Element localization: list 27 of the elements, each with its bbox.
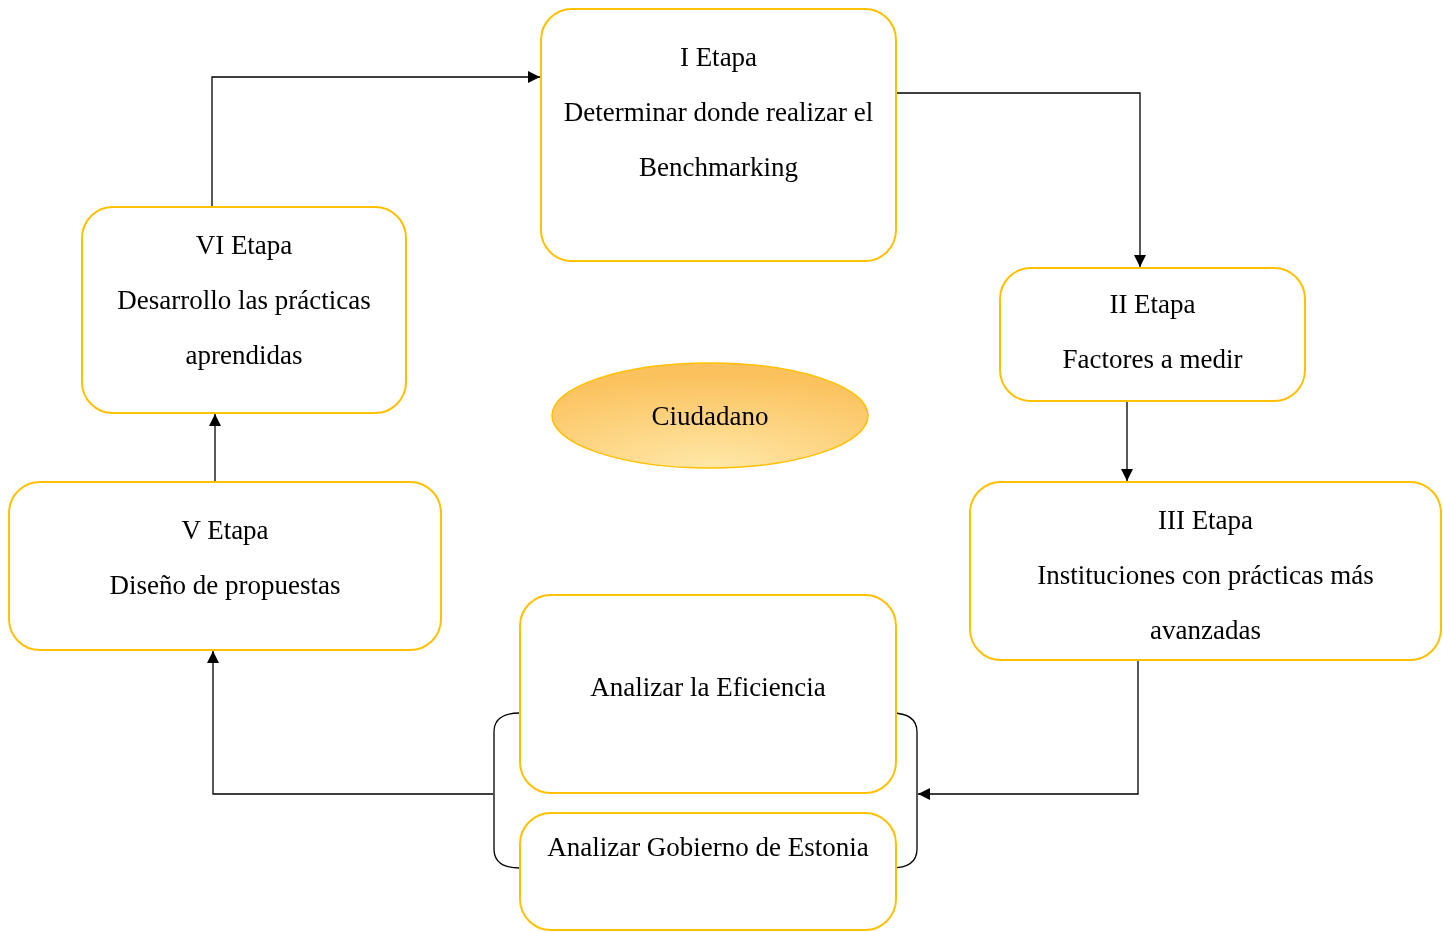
stage-title: VI Etapa xyxy=(195,229,293,262)
stage-box xyxy=(969,481,1442,661)
stage-box xyxy=(81,206,407,414)
stage-box xyxy=(540,8,897,262)
arrow xyxy=(1121,401,1133,482)
stage-description: Diseño de propuestas xyxy=(109,569,341,602)
center-label: Ciudadano xyxy=(651,399,769,432)
arrow xyxy=(211,71,541,207)
stage-description: Factores a medir xyxy=(1062,343,1243,376)
stage-box xyxy=(8,481,442,651)
stage-title: III Etapa xyxy=(1157,504,1254,537)
stage-box xyxy=(519,812,897,931)
stage-box xyxy=(519,594,897,794)
arrow xyxy=(207,650,494,795)
bracket xyxy=(493,712,918,869)
arrow xyxy=(917,660,1139,800)
arrow xyxy=(896,92,1146,268)
stage-box xyxy=(999,267,1306,402)
stage-title: I Etapa xyxy=(679,41,758,74)
stage-description: Analizar Gobierno de Estonia xyxy=(547,831,869,864)
stage-title: V Etapa xyxy=(181,514,269,547)
stage-description: Instituciones con prácticas más avanzadas xyxy=(1036,559,1375,647)
stage-title: II Etapa xyxy=(1109,288,1196,321)
stage-description: Desarrollo las prácticas aprendidas xyxy=(116,284,372,372)
arrow xyxy=(209,413,221,482)
stage-description: Analizar la Eficiencia xyxy=(590,671,826,704)
stage-description: Determinar donde realizar el Benchmarking xyxy=(562,96,875,184)
